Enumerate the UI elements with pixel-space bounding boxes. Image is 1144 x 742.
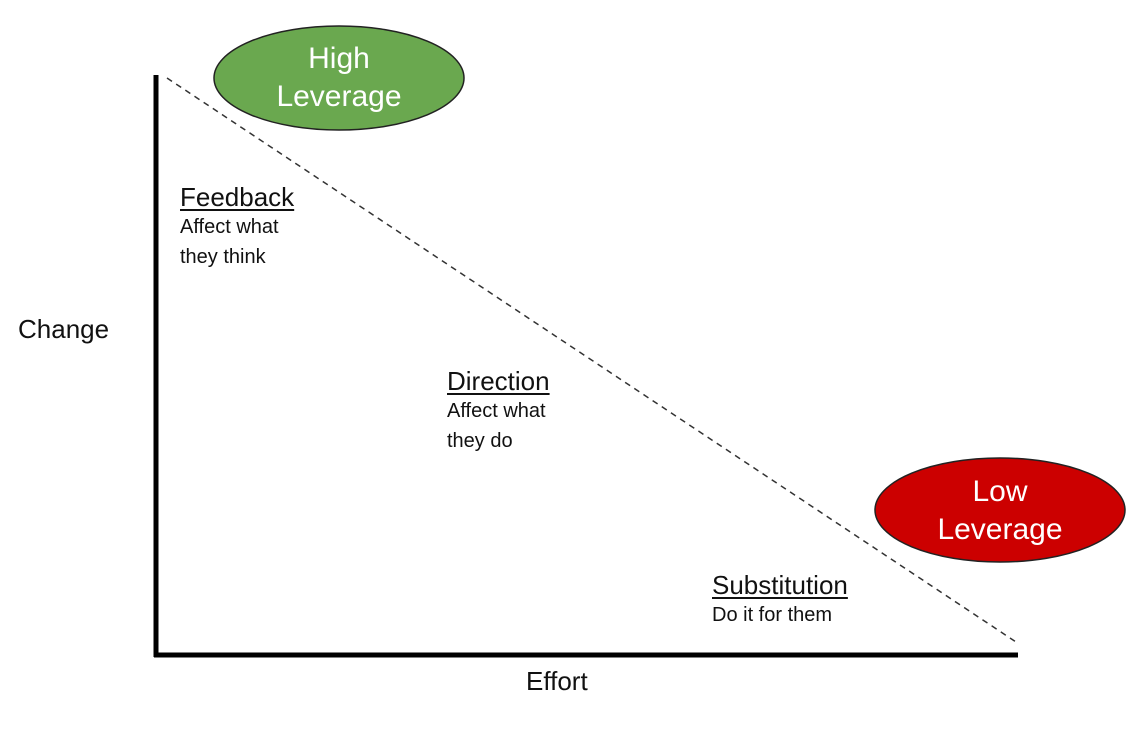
zone-substitution-title: Substitution bbox=[712, 570, 848, 600]
low-leverage-line1: Low bbox=[972, 475, 1028, 508]
zone-substitution: Substitution Do it for them bbox=[712, 570, 848, 630]
zone-direction-title: Direction bbox=[447, 366, 550, 396]
x-axis-label: Effort bbox=[526, 666, 588, 696]
zone-feedback-title: Feedback bbox=[180, 182, 295, 212]
zone-direction-line1: Affect what bbox=[447, 400, 546, 422]
zone-substitution-line1: Do it for them bbox=[712, 604, 833, 626]
low-leverage-text: Low Leverage bbox=[900, 473, 1100, 549]
zone-direction-line2: they do bbox=[447, 430, 513, 452]
low-leverage-badge bbox=[874, 457, 1126, 563]
high-leverage-line1: High bbox=[308, 42, 370, 75]
zone-feedback-line2: they think bbox=[180, 246, 266, 268]
leverage-diagonal bbox=[166, 77, 1017, 643]
zone-feedback: Feedback Affect what they think bbox=[180, 182, 294, 272]
high-leverage-badge bbox=[213, 25, 465, 131]
zone-direction: Direction Affect what they do bbox=[447, 366, 550, 456]
y-axis-label: Change bbox=[18, 314, 110, 344]
high-leverage-text: High Leverage bbox=[239, 40, 439, 116]
low-leverage-line2: Leverage bbox=[937, 513, 1063, 546]
high-leverage-line2: Leverage bbox=[276, 80, 402, 113]
zone-feedback-line1: Affect what bbox=[180, 216, 279, 238]
